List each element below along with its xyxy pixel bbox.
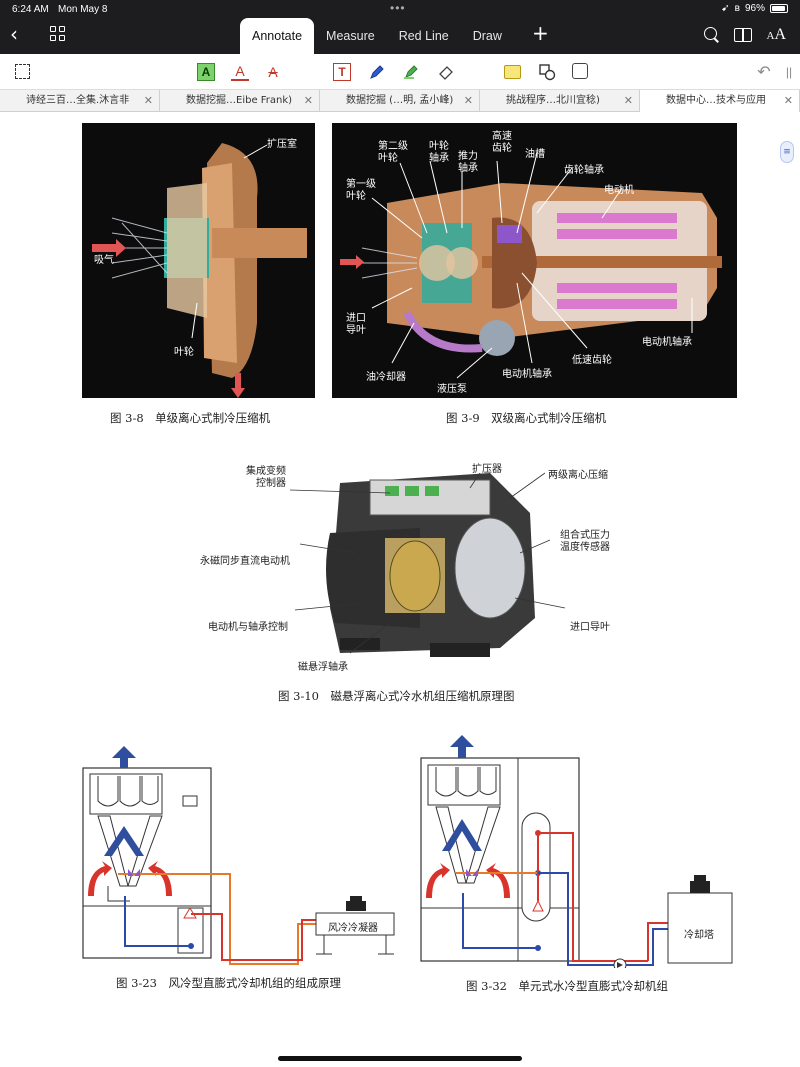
multitask-dots-icon[interactable]: •••	[390, 1, 406, 15]
label-second-stage-impeller: 第二级 叶轮	[378, 141, 408, 164]
label-integrated-inverter: 集成变频 控制器	[246, 466, 286, 489]
label-motor-bearing-right: 电动机轴承	[642, 337, 692, 348]
caption-fig-3-9: 图 3-9 双级离心式制冷压缩机	[446, 411, 607, 425]
figure-3-8: 扩压室 吸气 叶轮	[82, 123, 315, 398]
label-pressure-temp-sensor: 组合式压力 温度传感器	[560, 530, 610, 553]
figure-3-9: 第二级 叶轮 叶轮 轴承 推力 轴承 高速 齿轮 油槽 齿轮轴承 电动机 第一级…	[332, 123, 737, 398]
nav-right-tools: AA	[704, 26, 786, 44]
toolbar-collapse-icon[interactable]: ||	[785, 65, 793, 79]
label-inlet-guide-vane: 进口导叶	[570, 622, 610, 633]
label-inlet-guide-vane: 进口 导叶	[346, 313, 366, 336]
highlight-text-button[interactable]: A	[197, 63, 215, 81]
tab-annotate[interactable]: Annotate	[240, 18, 315, 54]
doc-tab-label: 挑战程序…北川宜稔)	[506, 95, 600, 106]
status-date: Mon May 8	[58, 4, 108, 15]
label-maglev-bearing: 磁悬浮轴承	[298, 662, 348, 673]
label-hydraulic-pump: 液压泵	[437, 384, 467, 395]
text-size-icon[interactable]: AA	[766, 26, 786, 43]
tab-measure[interactable]: Measure	[326, 29, 375, 43]
location-icon: ➹	[721, 3, 730, 14]
eraser-icon[interactable]	[437, 63, 455, 81]
page-outline-icon[interactable]: ≡	[780, 141, 794, 163]
doc-tab-label: 数据挖掘 (…明, 孟小峰)	[346, 95, 454, 106]
app-chrome: 6:24 AM Mon May 8 ••• ➹ ʙ 96% ‹ Annotate…	[0, 0, 800, 54]
figure-3-10: 集成变频 控制器 扩压器 两级离心压缩 永磁同步直流电动机 组合式压力 温度传感…	[190, 458, 630, 673]
add-tab-plus-icon[interactable]: +	[532, 21, 549, 45]
label-diffuser: 扩压器	[472, 464, 502, 475]
label-motor: 电动机	[604, 185, 634, 196]
strikethrough-text-button[interactable]: A	[268, 64, 278, 80]
doc-tab-1[interactable]: 诗经三百…全集.沐言非 ✕	[0, 90, 160, 112]
status-time: 6:24 AM	[12, 4, 49, 15]
tab-red-line[interactable]: Red Line	[398, 29, 449, 43]
label-impeller-bearing: 叶轮 轴承	[429, 141, 449, 164]
label-cooling-tower: 冷却塔	[684, 930, 714, 941]
underline-text-button[interactable]: A	[231, 63, 249, 81]
label-first-stage-impeller: 第一级 叶轮	[346, 179, 376, 202]
label-intake: 吸气	[94, 255, 114, 266]
figure-3-32: 冷却塔	[418, 733, 738, 972]
label-low-speed-gear: 低速齿轮	[572, 355, 612, 366]
close-icon[interactable]: ✕	[143, 94, 153, 107]
label-gear-bearing: 齿轮轴承	[564, 165, 604, 176]
air-cooled-dx-unit-diagram	[82, 746, 395, 965]
status-indicators: ➹ ʙ 96%	[721, 3, 788, 14]
thumbnail-grid-icon[interactable]	[50, 26, 66, 42]
doc-tab-4[interactable]: 挑战程序…北川宜稔) ✕	[480, 90, 640, 112]
selection-tool-icon[interactable]	[15, 64, 30, 79]
label-diffuser-chamber: 扩压室	[267, 139, 297, 150]
tab-draw[interactable]: Draw	[472, 29, 502, 43]
note-icon[interactable]	[504, 65, 521, 79]
pen-icon[interactable]	[368, 63, 386, 81]
caption-fig-3-10: 图 3-10 磁悬浮离心式冷水机组压缩机原理图	[278, 689, 515, 703]
annotation-toolbar: A A A T ↶ ||	[0, 54, 800, 90]
label-oil-sump: 油槽	[525, 149, 545, 160]
home-indicator[interactable]	[278, 1056, 522, 1061]
doc-tab-5[interactable]: 数据中心…技术与应用 ✕	[640, 90, 800, 112]
back-button[interactable]: ‹	[10, 22, 18, 46]
label-high-speed-gear: 高速 齿轮	[492, 131, 512, 154]
label-thrust-bearing: 推力 轴承	[458, 151, 478, 174]
caption-fig-3-23: 图 3-23 风冷型直膨式冷却机组的组成原理	[116, 976, 341, 990]
battery-icon	[770, 4, 788, 13]
label-pm-dc-motor: 永磁同步直流电动机	[200, 556, 290, 567]
label-impeller: 叶轮	[174, 347, 194, 358]
label-oil-cooler: 油冷却器	[366, 372, 406, 383]
caption-fig-3-8: 图 3-8 单级离心式制冷压缩机	[110, 411, 271, 425]
pdf-page[interactable]: ≡ 扩压室 吸气 叶轮 图 3-8 单级离心式制冷压缩机	[0, 113, 800, 1067]
nav-row: ‹ Annotate Measure Red Line Draw + AA	[0, 18, 800, 54]
reading-mode-icon[interactable]	[734, 28, 753, 42]
undo-icon[interactable]: ↶	[757, 64, 771, 81]
maglev-compressor-illustration	[289, 472, 566, 657]
stamp-icon[interactable]	[572, 63, 588, 79]
single-stage-compressor-illustration	[82, 123, 315, 398]
close-icon[interactable]: ✕	[463, 94, 473, 107]
free-text-button[interactable]: T	[333, 63, 351, 81]
shape-tool-icon[interactable]	[538, 63, 556, 81]
caption-fig-3-32: 图 3-32 单元式水冷型直膨式冷却机组	[466, 979, 668, 993]
search-icon[interactable]	[704, 27, 720, 43]
doc-tab-3[interactable]: 数据挖掘 (…明, 孟小峰) ✕	[320, 90, 480, 112]
label-two-stage-compression: 两级离心压缩	[548, 470, 608, 481]
water-cooled-dx-unit-diagram	[420, 735, 733, 972]
bluetooth-icon: ʙ	[734, 3, 740, 14]
battery-percent: 96%	[744, 3, 765, 14]
highlighter-icon[interactable]	[402, 63, 420, 81]
doc-tab-2[interactable]: 数据挖掘…Eibe Frank) ✕	[160, 90, 320, 112]
mode-tabs: Annotate Measure Red Line Draw	[240, 18, 514, 54]
label-motor-bearing-control: 电动机与轴承控制	[208, 622, 288, 633]
close-icon[interactable]: ✕	[783, 94, 793, 107]
label-motor-bearing-bottom: 电动机轴承	[502, 369, 552, 380]
label-air-cooled-condenser: 风冷冷凝器	[328, 923, 378, 934]
status-bar: 6:24 AM Mon May 8 ••• ➹ ʙ 96%	[0, 0, 800, 18]
document-tabs: 诗经三百…全集.沐言非 ✕ 数据挖掘…Eibe Frank) ✕ 数据挖掘 (…明,…	[0, 90, 800, 112]
doc-tab-label: 数据挖掘…Eibe Frank)	[186, 95, 293, 106]
doc-tab-label: 数据中心…技术与应用	[666, 95, 766, 106]
close-icon[interactable]: ✕	[303, 94, 313, 107]
doc-tab-label: 诗经三百…全集.沐言非	[26, 95, 130, 106]
figure-3-23: 风冷冷凝器	[80, 746, 400, 966]
two-stage-compressor-illustration	[332, 123, 737, 398]
close-icon[interactable]: ✕	[623, 94, 633, 107]
